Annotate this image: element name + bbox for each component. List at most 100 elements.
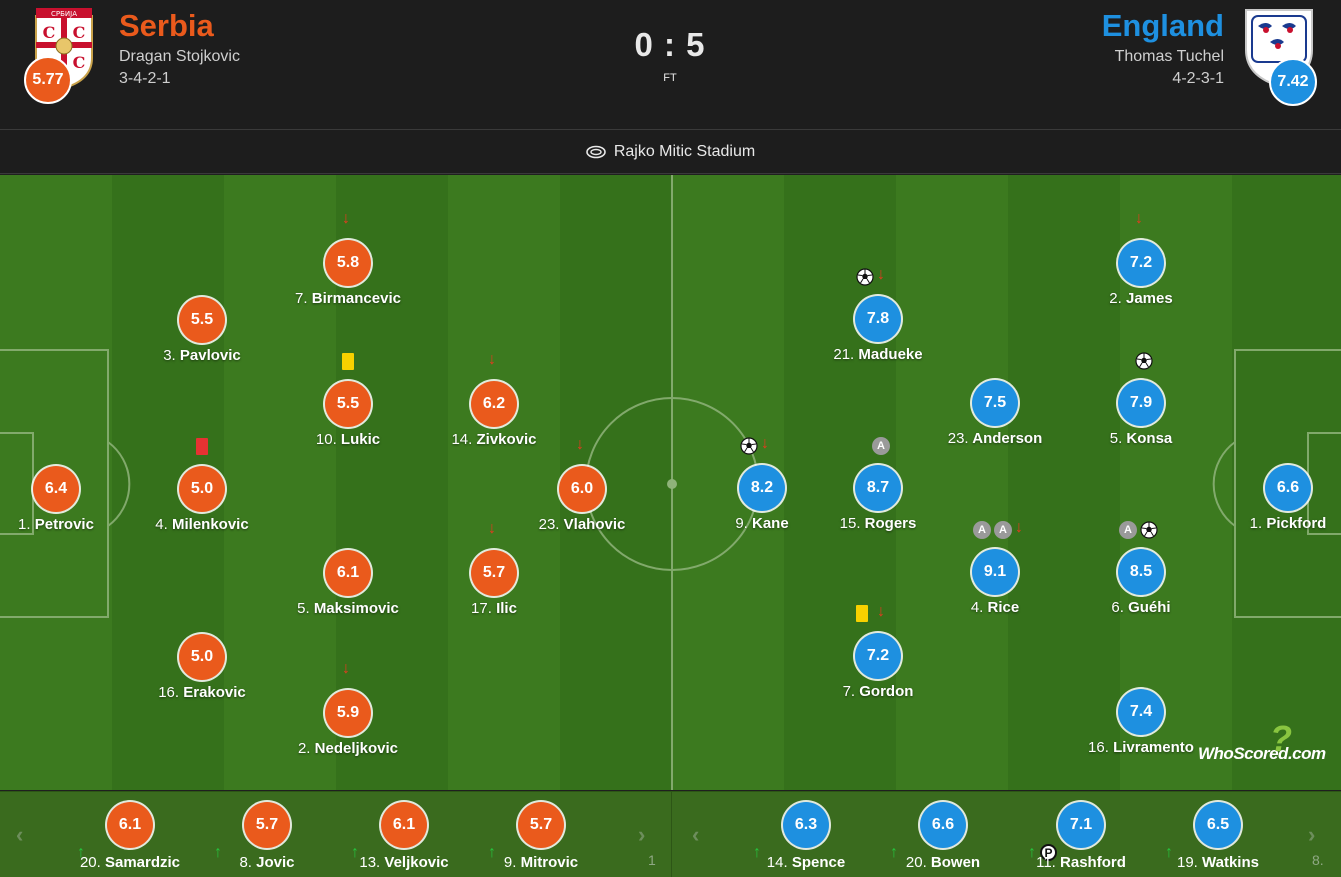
player-rating[interactable]: 7.8: [855, 296, 901, 342]
substitute-surname: Rashford: [1060, 854, 1126, 871]
player-name[interactable]: 21. Madueke: [798, 346, 958, 363]
player-rating[interactable]: 8.5: [1118, 549, 1164, 595]
player-rating[interactable]: 7.9: [1118, 380, 1164, 426]
player-surname: Maksimovic: [313, 600, 399, 617]
player-rating[interactable]: 7.5: [972, 380, 1018, 426]
player-name[interactable]: 1. Pickford: [1208, 515, 1341, 532]
player-name[interactable]: 23. Anderson: [915, 430, 1075, 447]
player-name[interactable]: 2. Nedeljkovic: [268, 740, 428, 757]
player-name[interactable]: 10. Lukic: [268, 431, 428, 448]
player-rating[interactable]: 6.2: [471, 381, 517, 427]
home-substitute-mitrovic[interactable]: 5.7↑9. Mitrovic: [466, 802, 616, 877]
player-rating[interactable]: 5.9: [325, 690, 371, 736]
substitute-rating[interactable]: 6.3: [783, 802, 829, 848]
home-substitute-samardzic[interactable]: 6.1↑20. Samardzic: [55, 802, 205, 877]
substitute-name[interactable]: 14. Spence: [731, 854, 881, 871]
away-substitute-bowen[interactable]: 6.6↑20. Bowen: [868, 802, 1018, 877]
player-rating[interactable]: 8.2: [739, 465, 785, 511]
away-substitute-watkins[interactable]: 6.5↑19. Watkins: [1143, 802, 1293, 877]
player-number: 23.: [538, 516, 560, 533]
home-substitute-jovic[interactable]: 5.7↑8. Jovic: [192, 802, 342, 877]
player-name[interactable]: 3. Pavlovic: [122, 347, 282, 364]
player-rating[interactable]: 6.4: [33, 466, 79, 512]
player-rating[interactable]: 5.0: [179, 466, 225, 512]
player-name[interactable]: 16. Erakovic: [122, 684, 282, 701]
substitute-name[interactable]: 11. Rashford: [1006, 854, 1156, 871]
player-name[interactable]: 17. Ilic: [414, 600, 574, 617]
substitute-name[interactable]: 13. Veljkovic: [329, 854, 479, 871]
player-name[interactable]: 4. Milenkovic: [122, 516, 282, 533]
player-name[interactable]: 14. Zivkovic: [414, 431, 574, 448]
substitute-name[interactable]: 8. Jovic: [192, 854, 342, 871]
player-name[interactable]: 23. Vlahovic: [502, 516, 662, 533]
substitute-name[interactable]: 9. Mitrovic: [466, 854, 616, 871]
player-rating[interactable]: 5.8: [325, 240, 371, 286]
away-bench-next-icon[interactable]: ›: [1308, 822, 1316, 847]
player-rating[interactable]: 7.2: [1118, 240, 1164, 286]
player-name[interactable]: 15. Rogers: [798, 515, 958, 532]
player-rating[interactable]: 7.2: [855, 633, 901, 679]
substitute-rating[interactable]: 6.1: [107, 802, 153, 848]
player-rating[interactable]: 9.1: [972, 549, 1018, 595]
substitute-name[interactable]: 20. Samardzic: [55, 854, 205, 871]
player-name[interactable]: 5. Konsa: [1061, 430, 1221, 447]
player-rating[interactable]: 5.7: [471, 550, 517, 596]
player-name[interactable]: 5. Maksimovic: [268, 600, 428, 617]
substitute-number: 8.: [239, 854, 252, 871]
home-bench-next-icon[interactable]: ›: [638, 822, 646, 847]
home-team-name[interactable]: Serbia: [119, 8, 214, 43]
away-substitute-spence[interactable]: 6.3↑14. Spence: [731, 802, 881, 877]
substitute-rating[interactable]: 6.5: [1195, 802, 1241, 848]
substitute-rating[interactable]: 5.7: [518, 802, 564, 848]
player-rating[interactable]: 6.0: [559, 466, 605, 512]
substitute-rating[interactable]: 6.6: [920, 802, 966, 848]
player-rating[interactable]: 8.7: [855, 465, 901, 511]
player-rating[interactable]: 6.1: [325, 550, 371, 596]
away-team-name[interactable]: England: [1101, 8, 1224, 43]
player-name[interactable]: 6. Guéhi: [1061, 599, 1221, 616]
substitute-rating[interactable]: 5.7: [244, 802, 290, 848]
player-rating[interactable]: 5.5: [179, 297, 225, 343]
substitute-rating[interactable]: 7.1: [1058, 802, 1104, 848]
home-substitute-veljkovic[interactable]: 6.1↑13. Veljkovic: [329, 802, 479, 877]
player-name[interactable]: 7. Birmancevic: [268, 290, 428, 307]
player-name[interactable]: 7. Gordon: [798, 683, 958, 700]
player-rating[interactable]: 6.6: [1265, 465, 1311, 511]
substitute-name[interactable]: 19. Watkins: [1143, 854, 1293, 871]
player-name[interactable]: 1. Petrovic: [0, 516, 136, 533]
player-name[interactable]: 2. James: [1061, 290, 1221, 307]
player-rating[interactable]: 7.4: [1118, 689, 1164, 735]
player-name[interactable]: 4. Rice: [915, 599, 1075, 616]
player-rating[interactable]: 5.5: [325, 381, 371, 427]
home-bench-prev-icon[interactable]: ‹: [16, 822, 24, 847]
substitute-name[interactable]: 20. Bowen: [868, 854, 1018, 871]
player-name[interactable]: 16. Livramento: [1061, 739, 1221, 756]
player-name[interactable]: 9. Kane: [682, 515, 842, 532]
player-rating[interactable]: 5.0: [179, 634, 225, 680]
substitute-rating[interactable]: 6.1: [381, 802, 427, 848]
away-bench-prev-icon[interactable]: ‹: [692, 822, 700, 847]
